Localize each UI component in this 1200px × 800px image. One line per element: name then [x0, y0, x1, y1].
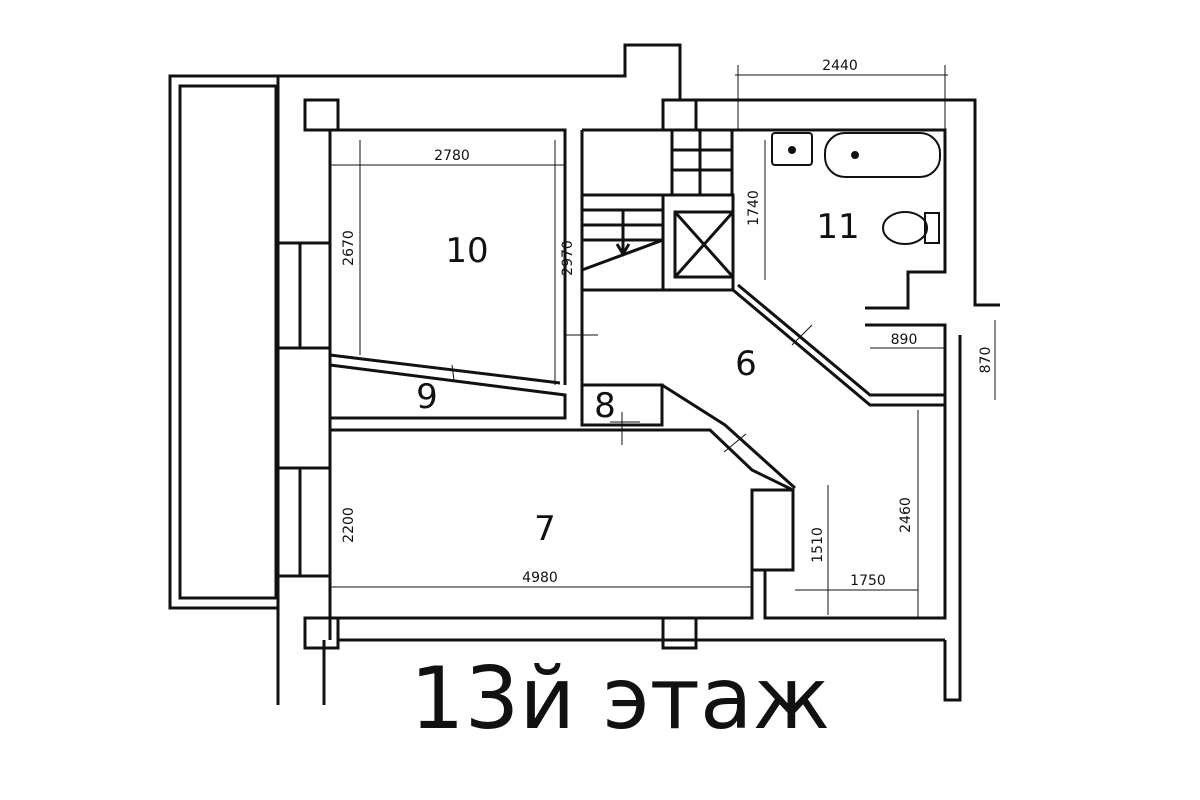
sink-drain-icon — [788, 146, 796, 154]
shower-x2 — [673, 211, 735, 278]
room-label-10: 10 — [445, 231, 488, 271]
dim-label-2970: 2970 — [560, 240, 576, 276]
room-label-6: 6 — [735, 344, 757, 384]
hall-right-wall — [752, 405, 947, 620]
dim-label-2460: 2460 — [898, 497, 914, 533]
dimension-lines — [330, 65, 996, 618]
stair-arrow-head — [615, 243, 631, 257]
room-label-9: 9 — [416, 377, 438, 417]
room7-pillar — [750, 488, 795, 572]
room7-top-wall — [330, 428, 795, 570]
top-wall — [278, 43, 1000, 307]
bathtub-drain-icon — [851, 151, 859, 159]
window-left-top — [276, 241, 332, 350]
window-left-bottom — [276, 466, 332, 578]
fixtures — [771, 132, 941, 245]
bathroom-wall — [733, 128, 947, 310]
stair-upper — [670, 128, 734, 197]
walls — [168, 43, 1000, 705]
bathtub-icon — [824, 132, 941, 178]
toilet-icon — [882, 211, 928, 245]
dim-label-2440: 2440 — [822, 58, 858, 74]
column-bottom-mid — [661, 616, 698, 650]
column-top-left — [303, 98, 340, 132]
dim-label-870: 870 — [978, 347, 994, 374]
dim-label-2780: 2780 — [434, 148, 470, 164]
shower-tray — [673, 210, 735, 279]
column-bottom-left — [303, 616, 340, 650]
hall-niche — [865, 323, 947, 395]
room-label-11: 11 — [816, 207, 859, 247]
room-label-7: 7 — [534, 509, 556, 549]
floor-title: 13й этаж — [410, 649, 830, 749]
dim-label-890: 890 — [891, 332, 918, 348]
room7-diag-outer — [661, 383, 797, 490]
column-top-mid — [661, 98, 698, 132]
dim-label-1510: 1510 — [810, 527, 826, 563]
room7-walls — [328, 430, 754, 620]
right-wall — [943, 335, 962, 702]
balcony-inner — [178, 84, 278, 600]
room9 — [328, 363, 567, 420]
sink-icon — [771, 132, 813, 166]
dim-label-2670: 2670 — [341, 230, 357, 266]
room10-wall — [338, 128, 567, 385]
toilet-tank-icon — [924, 212, 940, 244]
room-label-8: 8 — [594, 386, 616, 426]
bathroom-diag-wall — [732, 283, 947, 407]
room10-bottom — [329, 353, 561, 385]
dim-label-4980: 4980 — [522, 570, 558, 586]
dim-label-1740: 1740 — [746, 190, 762, 226]
balcony-outer — [168, 74, 280, 610]
dim-label-1750: 1750 — [850, 573, 886, 589]
dim-label-2200: 2200 — [341, 507, 357, 543]
